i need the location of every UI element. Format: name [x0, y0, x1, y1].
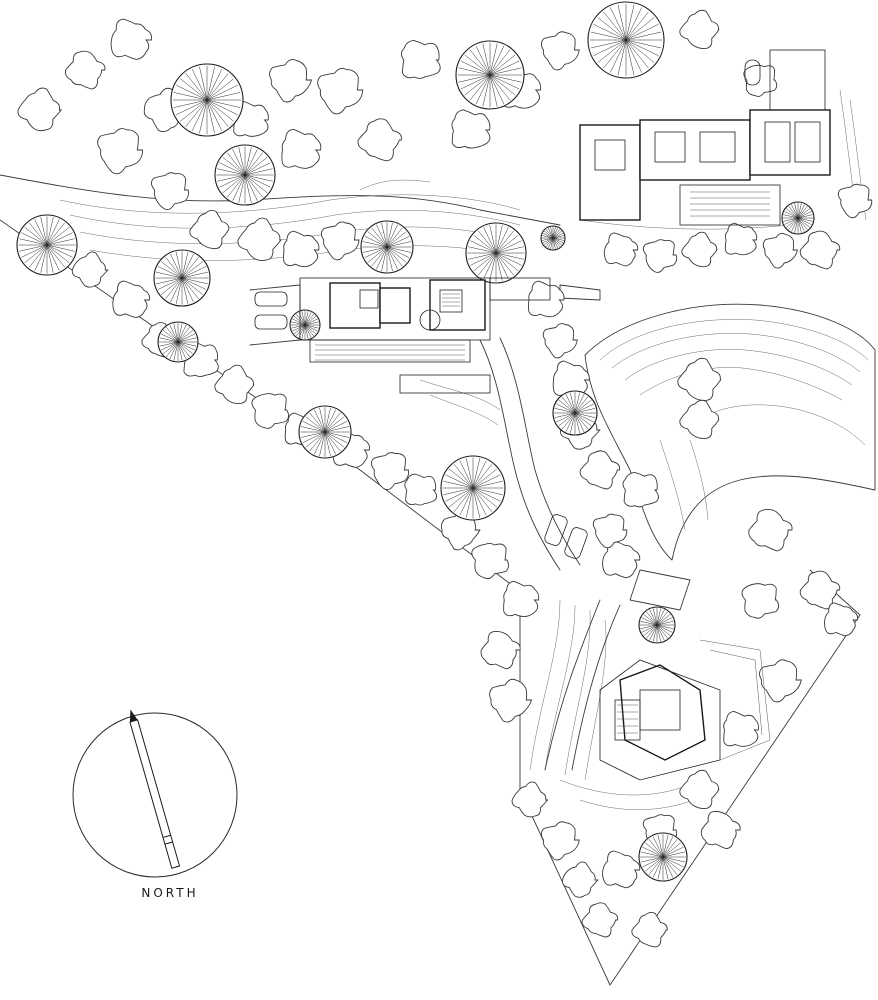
tree-canopy: [602, 850, 641, 889]
tree-canopy: [581, 902, 619, 938]
south-pavilion-hatching: [617, 704, 638, 734]
tree-canopy: [542, 323, 578, 359]
north-label: NORTH: [141, 886, 199, 900]
tree-canopy: [700, 810, 741, 850]
tree-canopy: [631, 912, 668, 948]
tree-canopy: [151, 172, 190, 210]
topographic-contours: [59, 89, 867, 810]
tree-canopy: [748, 509, 793, 552]
tree-canopy: [592, 513, 628, 549]
tree-canopy: [540, 31, 580, 71]
tree-canopy: [679, 9, 720, 49]
tree-canopy: [602, 540, 641, 579]
tree-canopy: [837, 183, 873, 219]
specimen-tree: [540, 225, 566, 251]
specimen-tree: [170, 63, 244, 137]
tree-canopy: [17, 87, 63, 132]
specimen-tree: [360, 220, 414, 274]
specimen-tree: [157, 321, 199, 363]
north-compass: [72, 709, 238, 878]
specimen-tree: [638, 606, 676, 644]
tree-canopy: [401, 39, 441, 79]
tree-canopy: [561, 861, 599, 898]
tree-canopy: [824, 602, 859, 637]
terrace-hatching: [315, 344, 465, 361]
specimen-trees: [16, 1, 815, 882]
tree-canopy: [677, 357, 722, 401]
pond: [584, 303, 876, 561]
tree-canopy: [357, 118, 402, 162]
tree-canopy: [579, 450, 621, 490]
specimen-tree: [552, 390, 598, 436]
tree-canopy: [603, 232, 639, 267]
tree-canopy: [71, 251, 109, 288]
tree-canopy: [237, 217, 282, 261]
tree-canopy: [743, 64, 778, 97]
tree-canopy: [404, 473, 437, 506]
tree-canopy: [97, 128, 144, 175]
specimen-tree: [465, 222, 527, 284]
south-pavilion: [599, 639, 771, 781]
tree-canopy: [451, 109, 491, 149]
tree-canopy: [679, 399, 720, 439]
tree-canopy: [642, 239, 678, 273]
tree-canopy: [503, 580, 540, 617]
tree-canopy: [762, 233, 798, 269]
specimen-tree: [587, 1, 665, 79]
specimen-tree: [214, 144, 276, 206]
tree-canopy: [622, 471, 659, 508]
specimen-tree: [455, 40, 525, 110]
main-house: [299, 277, 551, 394]
tree-canopy: [723, 710, 759, 747]
tree-canopy: [540, 821, 580, 861]
tree-canopy: [317, 67, 364, 115]
tree-canopy: [741, 583, 780, 619]
tree-canopy: [64, 50, 106, 90]
tree-canopy: [110, 18, 153, 60]
north-building-complex: [579, 49, 831, 226]
tree-canopy: [799, 230, 841, 270]
tree-canopy: [320, 221, 360, 261]
tree-canopy: [527, 280, 565, 318]
specimen-tree: [289, 309, 321, 341]
tree-canopy: [112, 280, 151, 319]
tree-canopy: [489, 678, 533, 723]
parked-cars: [254, 291, 588, 559]
specimen-tree: [440, 455, 506, 521]
specimen-tree: [153, 249, 211, 307]
tree-canopy: [281, 128, 322, 169]
specimen-tree: [638, 832, 688, 882]
tree-canopy: [759, 659, 802, 703]
tree-canopy: [370, 452, 410, 491]
property-lines: [0, 219, 861, 986]
tree-canopy: [283, 230, 320, 268]
tree-canopy: [480, 631, 521, 670]
tree-canopy: [679, 769, 720, 809]
tree-canopy: [681, 231, 718, 268]
specimen-tree: [16, 214, 78, 276]
tree-canopy: [724, 222, 758, 256]
tree-canopy: [511, 781, 549, 818]
pool-hatching: [690, 191, 770, 217]
specimen-tree: [298, 405, 352, 459]
tree-canopy: [251, 393, 290, 429]
tree-canopy: [189, 209, 230, 250]
tree-canopy: [471, 543, 510, 580]
tree-canopy: [214, 364, 255, 405]
specimen-tree: [781, 201, 815, 235]
tree-canopy: [269, 59, 313, 103]
